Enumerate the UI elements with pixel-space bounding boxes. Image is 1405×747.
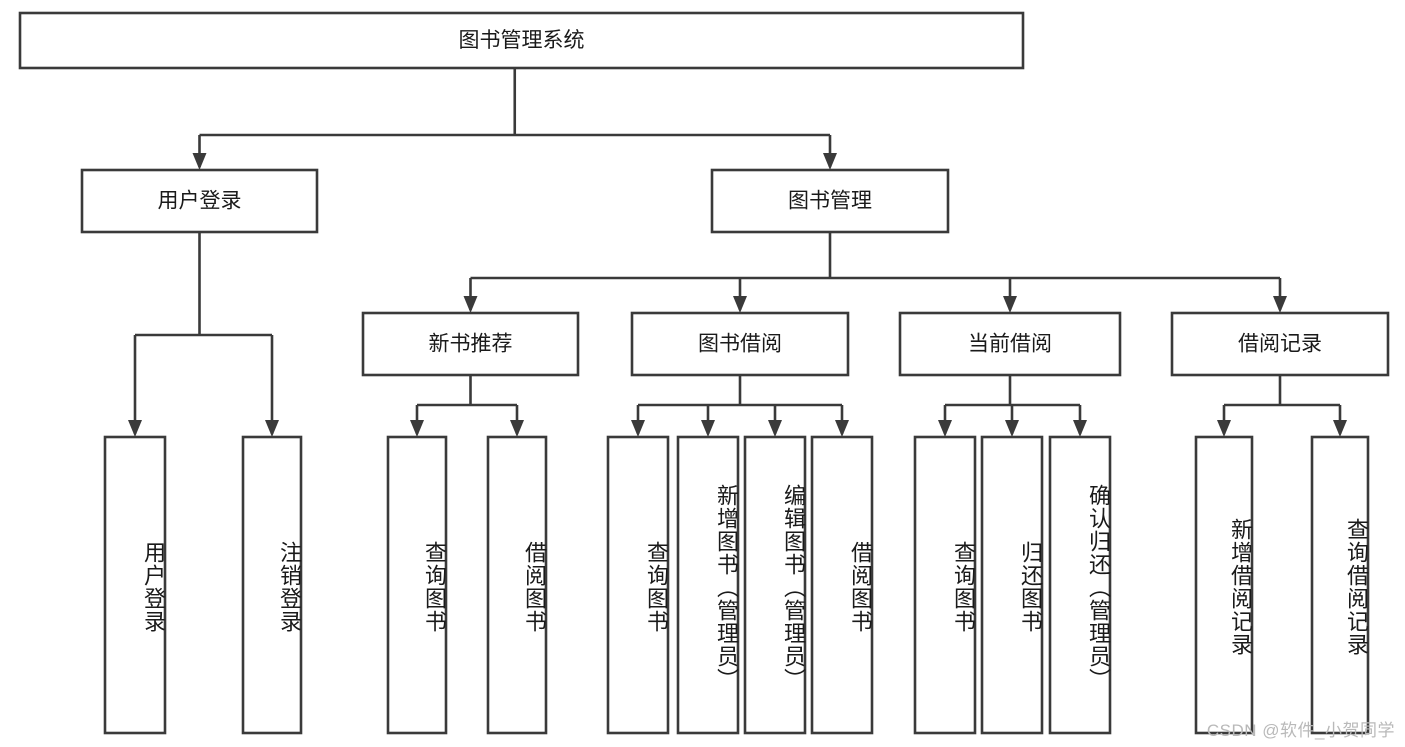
node-label-borrow-record: 借阅记录 — [1238, 333, 1322, 356]
arrow-head-icon — [835, 420, 849, 437]
node-box-leaf-borrow-book-1[interactable] — [486, 435, 548, 735]
arrow-head-icon — [1003, 296, 1017, 313]
node-label-root: 图书管理系统 — [459, 29, 585, 52]
arrow-head-icon — [1217, 420, 1231, 437]
watermark-text: CSDN @软件_小贺同学 — [1206, 721, 1395, 740]
node-box-leaf-query-book-2[interactable] — [606, 435, 670, 735]
arrow-head-icon — [128, 420, 142, 437]
node-box-leaf-add-record[interactable] — [1194, 435, 1254, 735]
arrow-head-icon — [733, 296, 747, 313]
node-box-book-manage[interactable] — [710, 168, 950, 234]
arrow-head-icon — [768, 420, 782, 437]
node-label-user-login: 用户登录 — [158, 190, 242, 213]
arrow-head-icon — [510, 420, 524, 437]
node-box-leaf-borrow-book-2[interactable] — [810, 435, 874, 735]
arrow-head-icon — [1273, 296, 1287, 313]
node-box-new-book-rec[interactable] — [361, 311, 580, 377]
connector-layer — [128, 68, 1347, 437]
node-box-leaf-return-book[interactable] — [980, 435, 1044, 735]
arrow-head-icon — [938, 420, 952, 437]
node-box-leaf-user-login[interactable] — [103, 435, 167, 735]
arrow-head-icon — [1073, 420, 1087, 437]
arrow-head-icon — [823, 153, 837, 170]
arrow-head-icon — [192, 153, 207, 170]
arrow-head-icon — [1333, 420, 1347, 437]
arrow-head-icon — [701, 420, 715, 437]
node-box-current-borrow[interactable] — [898, 311, 1122, 377]
node-box-leaf-edit-book[interactable] — [743, 435, 807, 735]
node-box-leaf-query-record[interactable] — [1310, 435, 1370, 735]
node-box-leaf-query-book-1[interactable] — [386, 435, 448, 735]
arrow-head-icon — [1005, 420, 1019, 437]
node-label-new-book-rec: 新书推荐 — [429, 333, 513, 356]
arrow-head-icon — [265, 420, 279, 437]
arrow-head-icon — [410, 420, 424, 437]
node-label-current-borrow: 当前借阅 — [968, 333, 1052, 356]
node-box-leaf-query-book-3[interactable] — [913, 435, 977, 735]
node-label-book-borrow: 图书借阅 — [698, 333, 782, 356]
node-box-leaf-confirm-return[interactable] — [1048, 435, 1112, 735]
arrow-head-icon — [463, 296, 478, 313]
node-box-book-borrow[interactable] — [630, 311, 850, 377]
node-box-user-login[interactable] — [80, 168, 319, 234]
node-box-root[interactable] — [18, 11, 1025, 70]
node-box-borrow-record[interactable] — [1170, 311, 1390, 377]
node-box-leaf-logout[interactable] — [241, 435, 303, 735]
arrow-head-icon — [631, 420, 645, 437]
node-box-leaf-add-book[interactable] — [676, 435, 740, 735]
node-label-book-manage: 图书管理 — [788, 190, 872, 213]
